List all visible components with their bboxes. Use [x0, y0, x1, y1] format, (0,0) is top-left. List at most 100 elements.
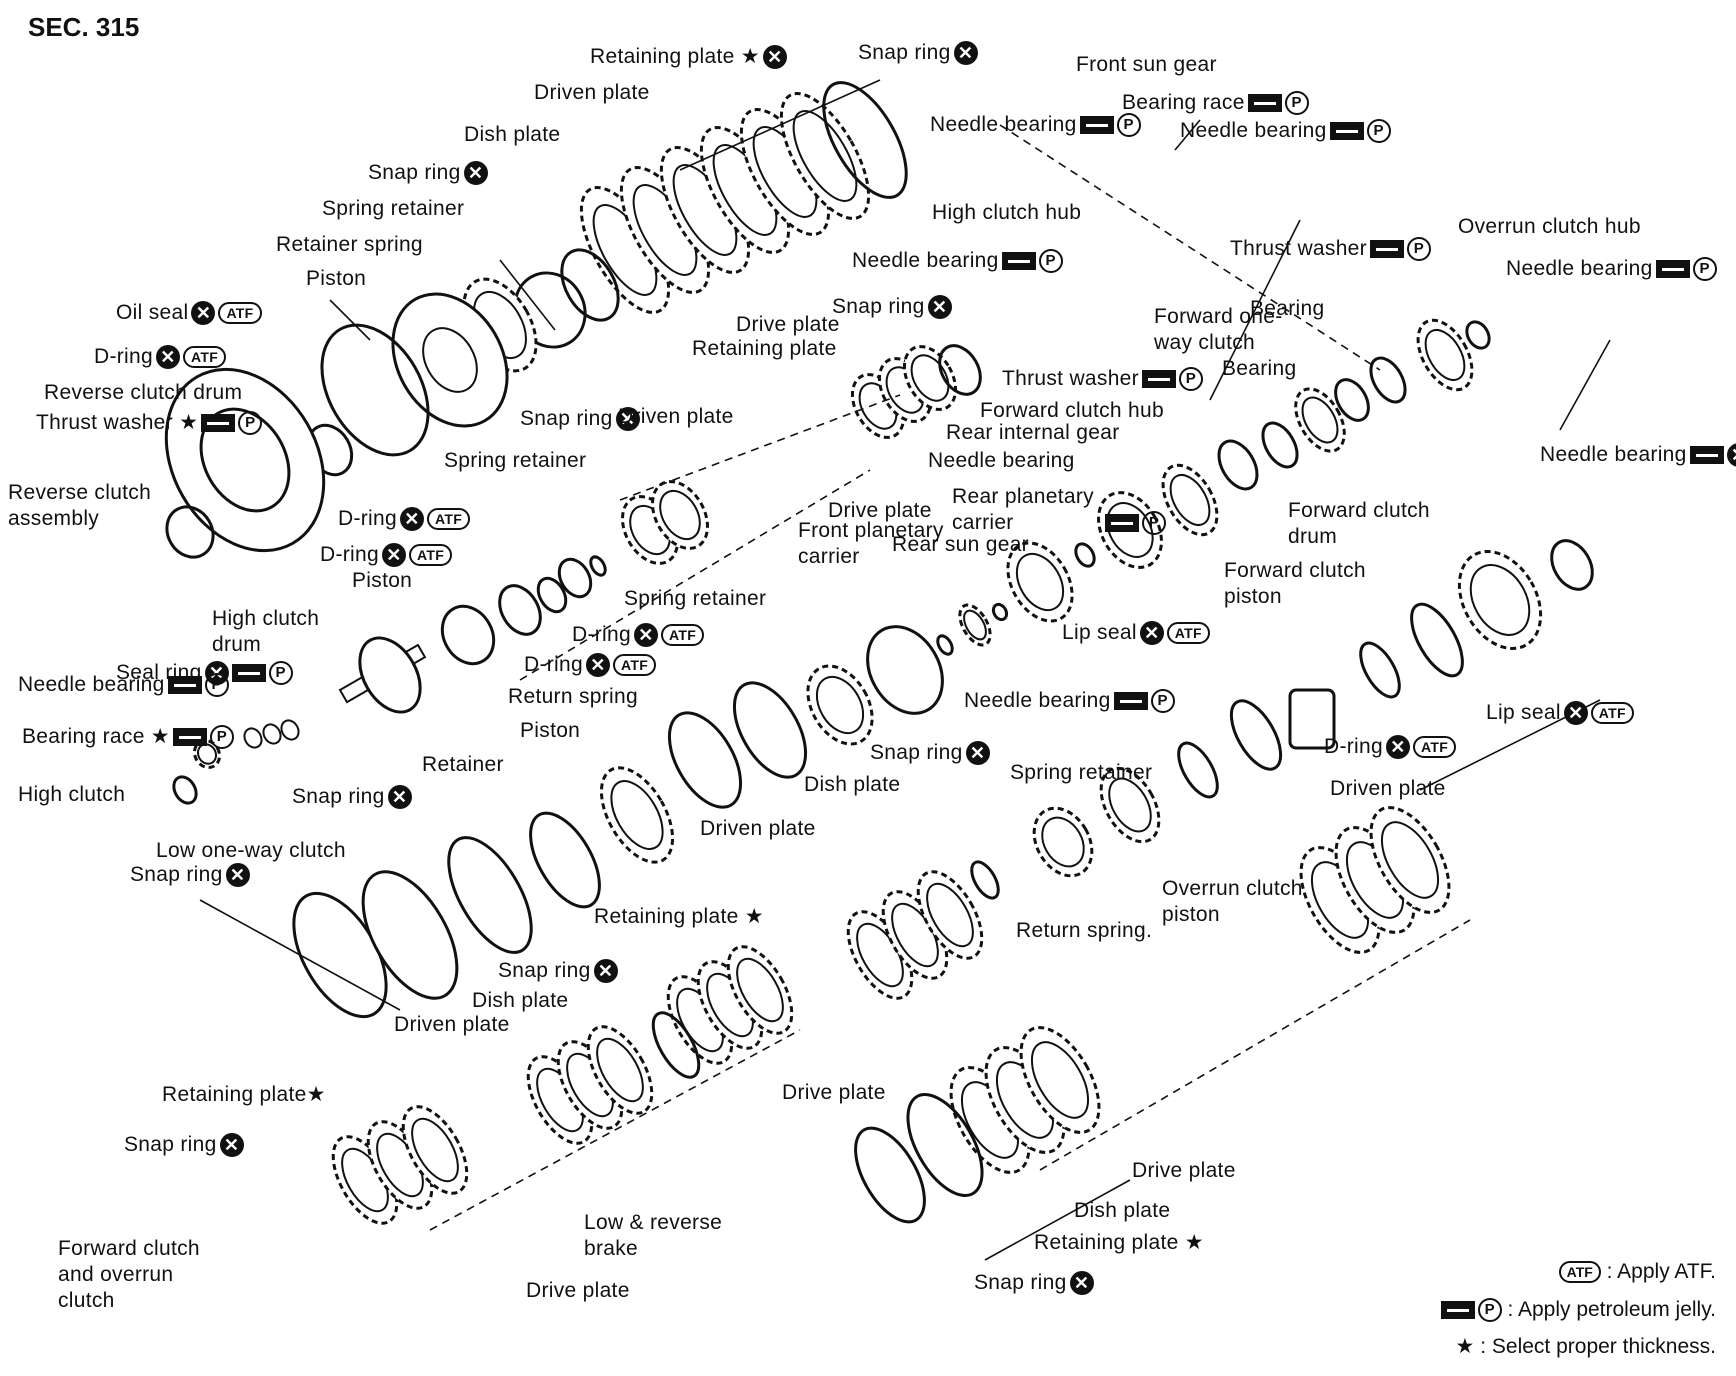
label-front-sun-gear: Front sun gear: [1076, 52, 1217, 78]
jelly-box-icon: [1329, 122, 1364, 141]
legend-text: : Select proper thickness.: [1480, 1335, 1716, 1358]
driven-plate-l-inner: [926, 882, 974, 948]
overrun-clutch-hub-inner: [1424, 329, 1466, 381]
driven-plate-l: [916, 870, 984, 960]
replace-x-icon: ✕: [593, 959, 618, 984]
label-bearing: Bearing: [1222, 356, 1296, 382]
label-dish-plate: Dish plate: [804, 772, 900, 798]
label-text: Needle bearing: [928, 449, 1075, 472]
jelly-box-icon: [201, 414, 236, 433]
label-d-ring: D-ring✕ATF: [94, 344, 227, 370]
label-text: Low one-way clutch: [156, 839, 346, 862]
label-spring-retainer: Spring retainer: [1010, 760, 1152, 786]
snap-ring-r2: [854, 1126, 926, 1224]
label-retaining-plate: Retaining plate ★: [594, 904, 764, 930]
label-return-spring: Return spring.: [1016, 918, 1152, 944]
label-reverse-clutch-assembly: Reverse clutch assembly: [8, 480, 158, 532]
drum-hub: [199, 407, 291, 513]
label-snap-ring: Snap ring✕: [520, 406, 640, 432]
overrun-clutch-hub: [1416, 318, 1474, 392]
return-spring-r-inner: [1041, 816, 1085, 868]
petroleum-p-icon: P: [1142, 511, 1166, 536]
drive-plate-r-inner: [1030, 1041, 1090, 1119]
label-text: Drive plate: [1132, 1159, 1236, 1182]
label-high-clutch: High clutch: [18, 782, 125, 808]
forward-one-way-clutch: [1294, 387, 1346, 453]
thrust-washer-c: [1217, 439, 1259, 491]
label-text: Forward clutch and overrun clutch: [58, 1237, 200, 1312]
label-driven-plate: Driven plate: [534, 80, 650, 106]
legend-text: : Apply ATF.: [1600, 1260, 1716, 1283]
replace-x-icon: ✕: [399, 507, 424, 532]
label-retainer-spring: Retainer spring: [276, 232, 423, 258]
label-text: Retaining plate ★: [1034, 1231, 1204, 1254]
jelly-box-icon: [172, 728, 207, 747]
legend-text: : Apply petroleum jelly.: [1501, 1298, 1716, 1321]
petroleum-p-icon: P: [1477, 1298, 1502, 1323]
d-ring-c: [1177, 741, 1219, 799]
label-piston: Piston: [352, 568, 412, 594]
jelly-box-icon: [1655, 260, 1690, 279]
label-text: Dish plate: [472, 989, 569, 1012]
drive-plate-mid-inner: [910, 354, 950, 402]
bearing-c: [1261, 421, 1299, 469]
label-bearing: Bearing: [1250, 296, 1324, 322]
atf-icon: ATF: [612, 654, 657, 677]
label-thrust-washer: Thrust washer ★P: [36, 410, 263, 436]
label-text: Retaining plate★: [162, 1083, 326, 1106]
label-piston: Piston: [306, 266, 366, 292]
replace-x-icon: ✕: [585, 653, 610, 678]
atf-icon: ATF: [660, 624, 705, 647]
label-snap-ring: Snap ring✕: [832, 294, 952, 320]
leader-2: [329, 299, 371, 341]
driven-plate-r: [1369, 806, 1451, 914]
driven-plate-l2-inner: [596, 1037, 644, 1103]
petroleum-p-icon: P: [1406, 237, 1431, 262]
label-lip-seal: Lip seal✕ATF: [1486, 700, 1634, 726]
label-text: Spring retainer: [444, 449, 587, 472]
label-drive-plate: Drive plate: [526, 1278, 630, 1304]
petroleum-p-icon: P: [209, 725, 234, 750]
drive-plate-mid: [902, 345, 958, 411]
forward-clutch-piston: [1288, 688, 1336, 750]
label-text: Piston: [520, 719, 581, 742]
replace-x-icon: ✕: [1069, 1271, 1094, 1296]
clutch-plate: [779, 92, 871, 220]
label-text: Lip seal: [1062, 621, 1137, 644]
piston-mid: [440, 604, 496, 666]
label-piston: Piston: [520, 718, 580, 744]
label-d-ring: D-ring✕ATF: [572, 622, 705, 648]
label-text: D-ring: [320, 543, 379, 566]
replace-x-icon: ✕: [1139, 621, 1164, 646]
label-drive-plate: Drive plate: [1132, 1158, 1236, 1184]
spring-retainer-mid: [557, 557, 593, 599]
label-retaining-plate: Retaining plate: [692, 336, 837, 362]
label-text: Needle bearing: [964, 689, 1111, 712]
leader-4: [1209, 219, 1301, 401]
forward-clutch-drum: [1457, 550, 1543, 650]
atf-icon: ATF: [182, 346, 227, 369]
high-clutch-drum: [358, 636, 422, 714]
label-snap-ring: Snap ring✕: [130, 862, 250, 888]
atf-icon: ATF: [1590, 702, 1634, 725]
label-text: Overrun clutch piston: [1162, 877, 1303, 926]
label-text: Driven plate: [700, 817, 816, 840]
label-snap-ring: Snap ring✕: [870, 740, 990, 766]
lip-seal-r: [1410, 602, 1464, 678]
label-rear-sun-gear: Rear sun gear: [892, 532, 1029, 558]
drive-plate-l: [726, 945, 794, 1035]
label-text: D-ring: [94, 345, 153, 368]
label-driven-plate: Driven plate: [700, 816, 816, 842]
label-text: Spring retainer: [624, 587, 767, 610]
replace-x-icon: ✕: [463, 161, 488, 186]
label-overrun-clutch-hub: Overrun clutch hub: [1458, 214, 1641, 240]
label-text: Drive plate: [828, 499, 932, 522]
forward-clutch-hub: [1161, 463, 1219, 537]
bearing-race: [172, 775, 198, 805]
replace-x-icon: ✕: [927, 295, 952, 320]
label-text: Bearing race: [1122, 91, 1245, 114]
label-text: Thrust washer ★: [36, 411, 199, 434]
label-text: Needle bearing: [852, 249, 999, 272]
